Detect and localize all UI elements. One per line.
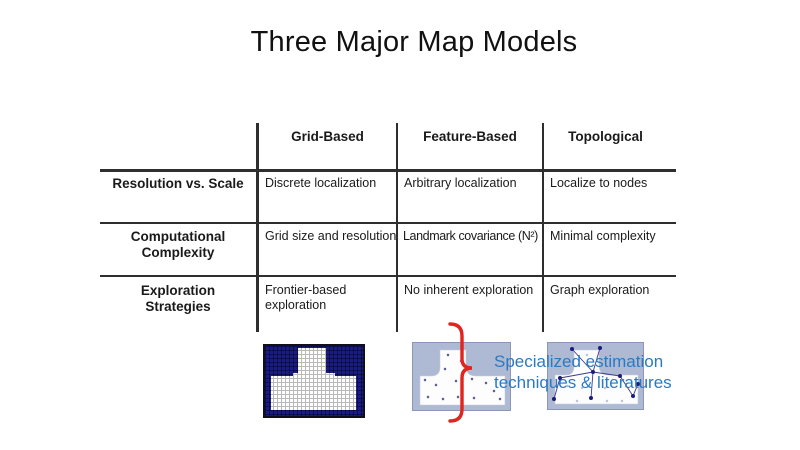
table-cell: Landmark covariance (N²) [403,229,538,243]
graph-edges [553,347,639,400]
column-header-feature-based: Feature-Based [423,129,517,144]
curly-brace-annotation [448,322,473,423]
column-header-topological: Topological [568,129,643,144]
row-header-resolution-vs-scale: Resolution vs. Scale [112,176,244,191]
column-header-grid-based: Grid-Based [291,129,364,144]
curly-brace-path [448,322,473,423]
annotation-line-2: techniques & literatures [494,373,672,392]
table-column-divider [396,123,398,332]
row-header-exploration-strategies: Exploration Strategies [140,283,216,314]
table-cell: Graph exploration [550,283,650,297]
map-feature-dots [566,353,624,403]
topological-map-figure [547,342,644,410]
table-row-rule [100,275,676,277]
graph-nodes [552,346,640,401]
table-cell: Discrete localization [265,176,377,190]
table-cell: Frontier-based exploration [265,283,347,312]
table-cell: Arbitrary localization [404,176,517,190]
table-rowheader-divider [256,123,259,332]
topological-map-free-space [554,349,639,405]
annotation-line-1: Specialized estimation [494,352,664,371]
table-header-rule [100,169,676,172]
table-column-divider [542,123,544,332]
grid-map-free-space [270,348,357,410]
table-cell: Localize to nodes [550,176,648,190]
table-cell: No inherent exploration [404,283,534,297]
table-row-rule [100,222,676,224]
table-cell: Minimal complexity [550,229,656,243]
grid-map-figure [263,344,365,418]
table-cell: Grid size and resolution [265,229,397,243]
row-header-computational-complexity: Computational Complexity [130,229,226,260]
slide-title: Three Major Map Models [250,26,578,58]
specialized-estimation-note: Specialized estimation techniques & lite… [494,351,672,393]
